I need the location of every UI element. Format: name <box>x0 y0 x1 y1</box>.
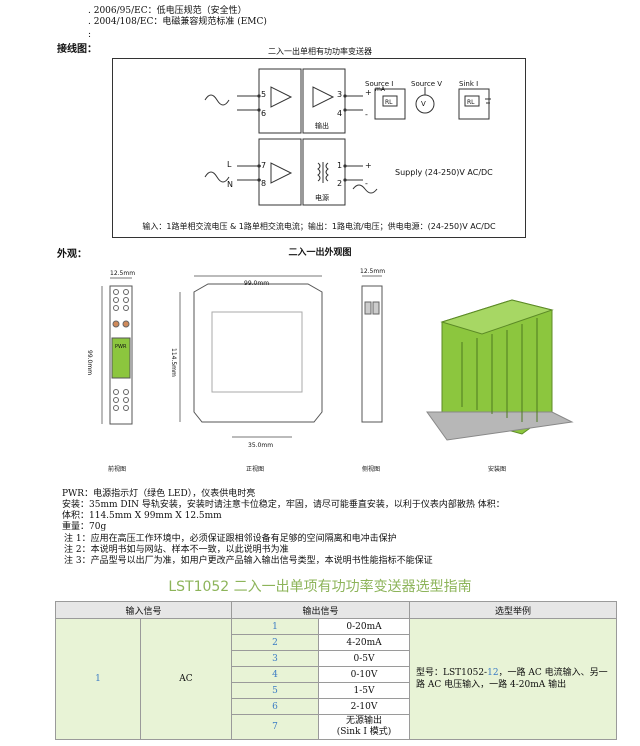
output-value-4: 0-10V <box>318 666 410 683</box>
terminal-4: 4 <box>337 109 343 118</box>
terminal-8: 8 <box>261 179 267 188</box>
appearance-title: 二入一出外观图 <box>288 248 352 258</box>
wiring-footer: 输入：1路单相交流电压 & 1路单相交流电流；输出：1路电流/电压；供电电源：(… <box>142 222 496 231</box>
selection-table: 输入信号 输出信号 选型举例 1 AC 1 0-20mA 型号：LST1052-… <box>55 601 617 740</box>
dim-width-lateral: 12.5mm <box>360 268 386 275</box>
terminal-7: 7 <box>261 161 267 170</box>
example-code: 12 <box>487 668 499 678</box>
output-code-5: 5 <box>231 682 319 699</box>
rl-label-sink: RL <box>467 99 475 106</box>
terminal-3: 3 <box>337 90 343 99</box>
module-face <box>111 337 131 379</box>
line-l: L <box>227 160 232 169</box>
source-i-label: Source I <box>365 80 394 88</box>
output-code-4: 4 <box>231 666 319 683</box>
note-3: 注 3：产品型号以出厂为准，如用户更改产品输入输出信号类型，本说明书性能指标不能… <box>64 556 433 566</box>
output-value-7-line2: (Sink I 模式) <box>336 727 392 737</box>
dim-height-side: 114.5mm <box>170 348 177 377</box>
line-n: N <box>227 180 233 189</box>
output-value-7: 无源输出(Sink I 模式) <box>318 714 410 740</box>
caption-install: 安装图 <box>488 466 507 473</box>
output-value-6: 2-10V <box>318 698 410 715</box>
source-v-label: Source V <box>411 80 443 88</box>
appearance-label: 外观： <box>57 249 87 260</box>
example-rest: ，一路 AC 电流输入、另一路 AC 电压输入，一路 4-20mA 输出 <box>416 668 608 690</box>
output-value-1: 0-20mA <box>318 618 410 635</box>
example-cell: 型号：LST1052-12，一路 AC 电流输入、另一路 AC 电压输入，一路 … <box>409 618 617 740</box>
wiring-label: 接线图： <box>57 44 97 55</box>
input-type: AC <box>140 618 232 740</box>
caption-front: 前视图 <box>108 466 127 473</box>
colon-mark: : <box>88 30 92 40</box>
example-prefix: 型号：LST1052- <box>416 668 488 678</box>
output-label: 输出 <box>315 122 329 130</box>
output-value-3: 0-5V <box>318 650 410 667</box>
dim-height-front: 99.0mm <box>86 350 93 376</box>
output-code-2: 2 <box>231 634 319 651</box>
appearance-figures: 12.5mm 99.0mm PWR 99.0mm 114.5mm 35.0mm … <box>82 262 624 482</box>
ma-label: mA <box>375 86 385 93</box>
standard-line-1: . 2006/95/EC：低电压规范（安全性） <box>88 6 247 16</box>
terminal-1: 1 <box>337 161 343 170</box>
guide-title: LST1052 二入一出单项有功功率变送器选型指南 <box>168 579 472 595</box>
minus-sign: - <box>365 110 368 119</box>
output-code-6: 6 <box>231 698 319 715</box>
wiring-title: 二入一出单相有功功率变送器 <box>268 47 372 56</box>
header-input: 输入信号 <box>55 601 232 619</box>
rl-label-source: RL <box>385 99 393 106</box>
wiring-diagram: 5 6 3 4 7 8 1 2 输出 电源 L N Source I Sourc… <box>112 58 526 238</box>
dim-rail: 35.0mm <box>248 442 274 449</box>
terminal-6: 6 <box>261 109 267 118</box>
supply-minus: - <box>365 179 368 188</box>
sink-i-label: Sink I <box>459 80 479 88</box>
supply-text: Supply (24-250)V AC/DC <box>395 168 493 177</box>
spec-install: 安装：35mm DIN 导轨安装，安装时请注意卡位稳定，牢固，请尽可能垂直安装，… <box>62 500 505 510</box>
header-example: 选型举例 <box>409 601 617 619</box>
dim-depth: 99.0mm <box>244 280 270 287</box>
output-value-7-line1: 无源输出 <box>345 716 382 726</box>
spec-volume: 体积：114.5mm X 99mm X 12.5mm <box>62 511 222 521</box>
note-1: 注 1：应用在高压工作环境中，必须保证跟相邻设备有足够的空间隔离和电冲击保护 <box>64 534 397 544</box>
terminal-5: 5 <box>261 90 267 99</box>
v-label: V <box>421 100 426 108</box>
header-output: 输出信号 <box>231 601 410 619</box>
dim-width-front: 12.5mm <box>110 270 136 277</box>
supply-wave-icon <box>352 184 378 194</box>
ac-wave-icon <box>204 94 230 106</box>
supply-plus: + <box>365 161 372 170</box>
output-code-3: 3 <box>231 650 319 667</box>
led-label: PWR <box>115 344 127 350</box>
plus-sign: + <box>365 88 372 97</box>
spec-pwr: PWR：电源指示灯（绿色 LED），仪表供电时亮 <box>62 489 256 499</box>
caption-lateral: 侧视图 <box>362 466 381 473</box>
input-code: 1 <box>55 618 141 740</box>
output-value-2: 4-20mA <box>318 634 410 651</box>
output-code-7: 7 <box>231 714 319 740</box>
wiring-svg <box>204 68 491 206</box>
standard-line-2: . 2004/108/EC：电磁兼容规范标准 (EMC) <box>88 17 267 27</box>
terminal-2: 2 <box>337 179 343 188</box>
caption-side-view: 正视图 <box>246 466 265 473</box>
power-label: 电源 <box>315 194 329 202</box>
output-code-1: 1 <box>231 618 319 635</box>
ac-wave-icon <box>204 171 230 183</box>
appearance-svg <box>101 275 574 441</box>
output-value-5: 1-5V <box>318 682 410 699</box>
note-2: 注 2：本说明书如与网站、样本不一致，以此说明书为准 <box>64 545 289 555</box>
spec-weight: 重量：70g <box>62 522 107 532</box>
